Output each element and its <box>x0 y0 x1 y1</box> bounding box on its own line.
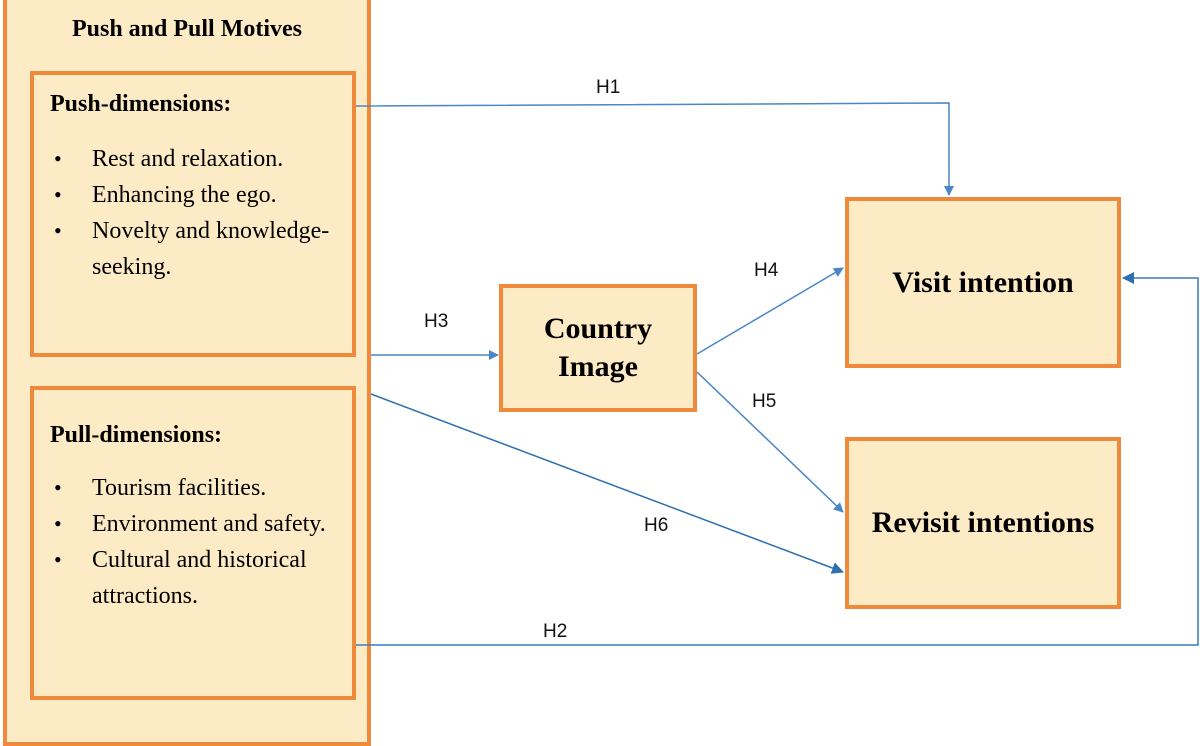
pull-dimensions-list: Tourism facilities. Environment and safe… <box>34 470 344 614</box>
label-h5: H5 <box>752 391 777 412</box>
revisit-intentions-box: Revisit intentions <box>845 437 1121 609</box>
label-h4: H4 <box>754 260 779 281</box>
arrow-h5 <box>696 371 844 513</box>
country-image-box: Country Image <box>499 284 697 412</box>
arrow-h4 <box>696 267 844 355</box>
pull-dimensions-box: Pull-dimensions: Tourism facilities. Env… <box>30 386 356 700</box>
label-h3: H3 <box>424 311 449 332</box>
pull-item-environment-safety: Environment and safety. <box>34 506 344 542</box>
revisit-intentions-title: Revisit intentions <box>871 506 1095 539</box>
pull-dimensions-title: Pull-dimensions: <box>50 422 223 448</box>
push-dimensions-title: Push-dimensions: <box>50 91 232 117</box>
visit-intention-title: Visit intention <box>892 265 1074 299</box>
push-item-ego: Enhancing the ego. <box>34 177 344 213</box>
label-h6: H6 <box>644 515 669 536</box>
arrow-h1 <box>355 102 954 196</box>
push-dimensions-list: Rest and relaxation. Enhancing the ego. … <box>34 141 344 285</box>
push-item-novelty: Novelty and knowledge-seeking. <box>34 213 344 285</box>
country-image-title: Country Image <box>503 310 693 386</box>
push-dimensions-box: Push-dimensions: Rest and relaxation. En… <box>30 71 356 357</box>
arrow-h6 <box>370 393 844 574</box>
pull-item-cultural-historical: Cultural and historical attractions. <box>34 542 344 614</box>
pull-item-tourism-facilities: Tourism facilities. <box>34 470 344 506</box>
country-image-line1: Country <box>543 312 653 345</box>
arrow-h2 <box>356 272 1199 646</box>
push-item-rest: Rest and relaxation. <box>34 141 344 177</box>
visit-intention-box: Visit intention <box>845 197 1121 368</box>
label-h1: H1 <box>596 77 621 98</box>
country-image-line2: Image <box>558 350 638 383</box>
label-h2: H2 <box>543 621 568 642</box>
outer-title: Push and Pull Motives <box>71 16 303 42</box>
